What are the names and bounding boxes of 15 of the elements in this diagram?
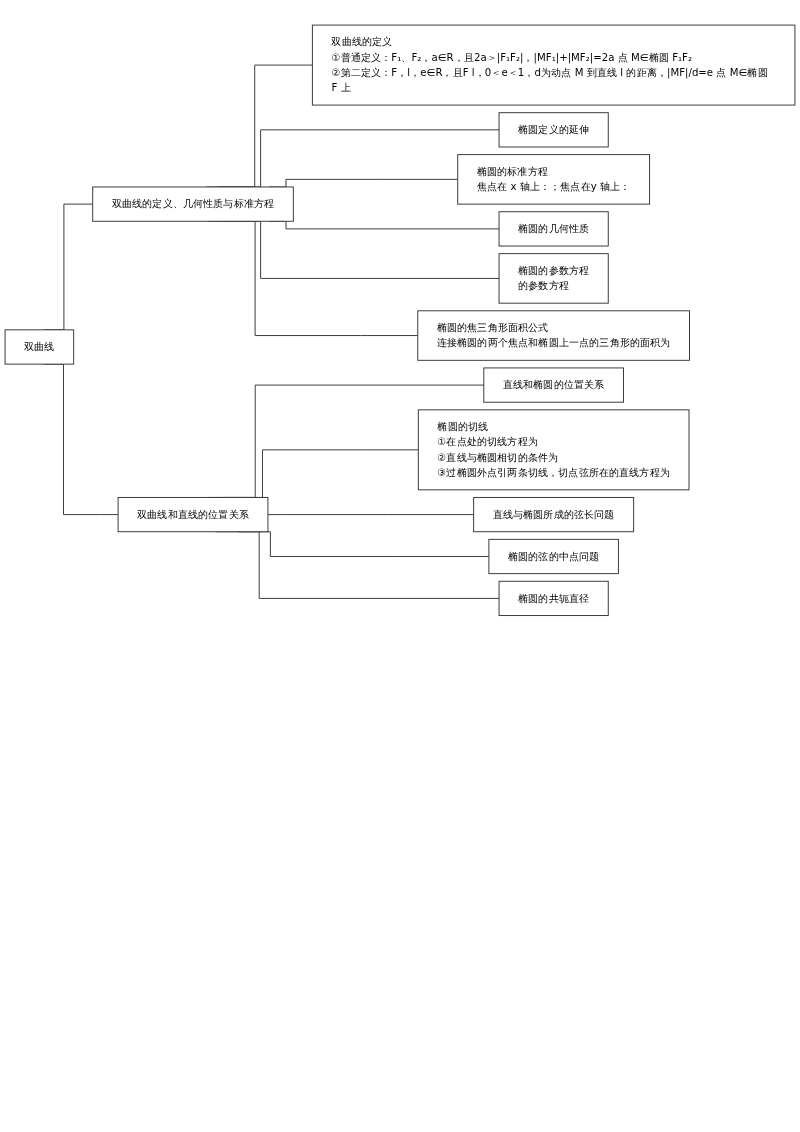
node-box: 直线与椭圆所成的弦长问题 <box>473 496 635 533</box>
node-box: 双曲线 <box>4 329 75 365</box>
node-box: 双曲线的定义、几何性质与标准方程 <box>92 186 294 222</box>
connector <box>267 514 475 516</box>
node-box: 椭圆的标准方程 焦点在 x 轴上：；焦点在y 轴上： <box>457 154 651 205</box>
node-box: 双曲线和直线的位置关系 <box>117 496 269 533</box>
node-box: 椭圆的参数方程 的参数方程 <box>498 253 609 304</box>
node-box: 椭圆的几何性质 <box>498 211 609 247</box>
node-box: 椭圆的共轭直径 <box>498 580 609 617</box>
node-box: 椭圆的焦三角形面积公式 连接椭圆的两个焦点和椭圆上一点的三角形的面积为 <box>417 310 690 361</box>
node-box: 椭圆的弦的中点问题 <box>488 538 619 575</box>
node-box: 直线和椭圆的位置关系 <box>483 367 624 403</box>
node-box: 椭圆定义的延伸 <box>498 112 609 148</box>
node-box: 椭圆的切线 ①在点处的切线方程为 ②直线与椭圆相切的条件为 ③过椭圆外点引两条切线，切点弦所在的直线方程为 <box>417 409 690 491</box>
node-box: 双曲线的定义 ①普通定义：F₁、F₂，a∈R，且2a＞|F₁F₂|，|MF₁|+|MF₂|=2a 点 M∈椭圆 F₁F₂ ②第二定义：F，l，e∈R，且F l，0＜e＜1，d为动点 M 到直线 l 的距离，|MF|/d=e 点 M∈椭圆 F 上 <box>311 24 796 106</box>
